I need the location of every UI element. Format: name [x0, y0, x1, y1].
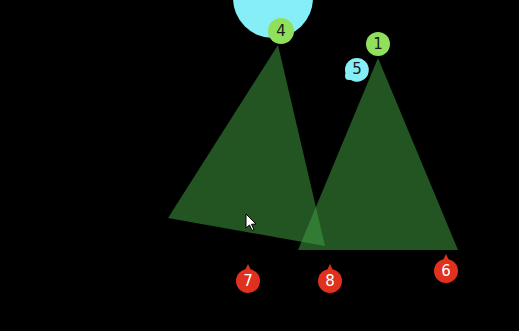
marker-disc — [236, 269, 260, 293]
marker-disc — [318, 269, 342, 293]
vision-cone — [298, 58, 458, 250]
marker-disc — [434, 259, 458, 283]
callout-number: 1 — [373, 37, 383, 52]
callout-number: 7 — [243, 274, 253, 289]
marker-disc — [345, 58, 369, 82]
vision-cone — [168, 45, 325, 246]
mouse-cursor — [246, 214, 256, 231]
target-pin: 7 — [236, 269, 260, 293]
callout-number: 8 — [325, 274, 335, 289]
callout-number: 6 — [441, 264, 451, 279]
agent-marker: 5 — [345, 58, 369, 82]
callout-number: 4 — [276, 24, 286, 39]
agent-marker: 1 — [366, 32, 390, 56]
target-pin: 6 — [434, 259, 458, 283]
callout-number: 5 — [352, 62, 362, 77]
marker-disc — [366, 32, 390, 56]
target-pin: 8 — [318, 269, 342, 293]
marker-disc — [268, 18, 294, 44]
agent-marker: 4 — [268, 18, 294, 44]
